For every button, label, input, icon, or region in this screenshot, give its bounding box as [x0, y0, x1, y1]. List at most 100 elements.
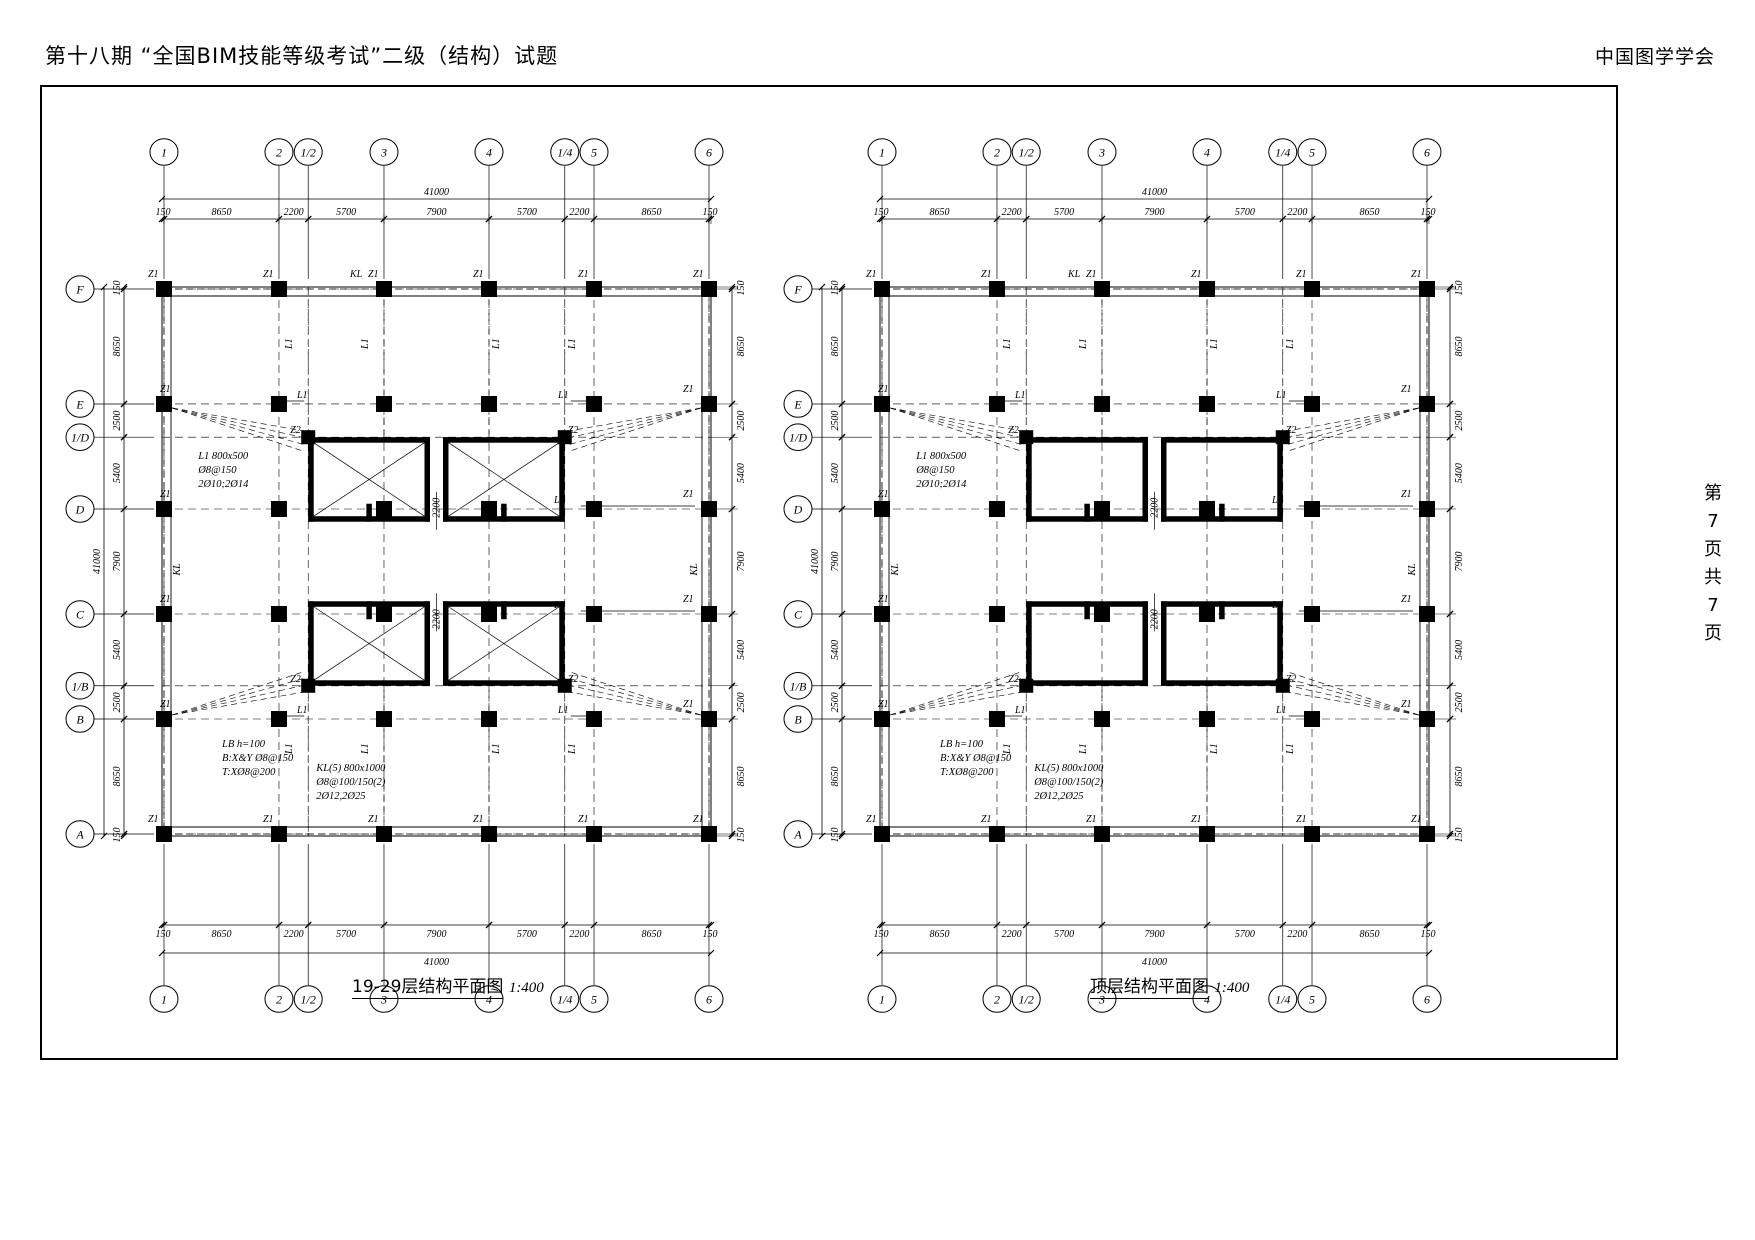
svg-text:Z2: Z2: [568, 425, 579, 436]
svg-text:L1: L1: [1078, 338, 1089, 350]
svg-text:Ø8@100/150(2): Ø8@100/150(2): [1033, 777, 1104, 788]
svg-text:150: 150: [112, 280, 123, 295]
svg-text:2200: 2200: [431, 609, 442, 629]
svg-text:8650: 8650: [112, 336, 123, 356]
svg-text:5400: 5400: [736, 640, 747, 660]
svg-text:L1: L1: [1271, 495, 1283, 506]
page-note-line-6: 页: [1704, 623, 1722, 644]
svg-text:8650: 8650: [1360, 207, 1380, 218]
svg-text:2500: 2500: [830, 411, 841, 431]
svg-text:6: 6: [1424, 993, 1430, 1007]
svg-text:2500: 2500: [1454, 411, 1465, 431]
svg-text:2: 2: [994, 993, 1000, 1007]
svg-text:150: 150: [1454, 280, 1465, 295]
svg-text:7900: 7900: [736, 551, 747, 571]
svg-text:5700: 5700: [1235, 207, 1255, 218]
svg-text:2500: 2500: [1454, 692, 1465, 712]
exam-title: 第十八期 “全国BIM技能等级考试”二级（结构）试题: [45, 44, 559, 68]
page-note-line-3: 页: [1704, 539, 1722, 560]
svg-text:KL: KL: [1067, 269, 1081, 280]
plan-caption-left: 19-29层结构平面图 1:400: [352, 972, 544, 999]
svg-text:Z1: Z1: [693, 814, 704, 825]
plan-caption-right: 顶层结构平面图 1:400: [1090, 972, 1249, 999]
svg-text:5400: 5400: [1454, 640, 1465, 660]
svg-text:3: 3: [1098, 146, 1105, 160]
svg-text:T:XØ8@200: T:XØ8@200: [222, 767, 276, 778]
plan-caption-text-right: 顶层结构平面图: [1090, 977, 1209, 999]
svg-text:150: 150: [873, 929, 888, 940]
svg-text:41000: 41000: [424, 957, 449, 968]
svg-text:8650: 8650: [211, 929, 231, 940]
svg-text:Z1: Z1: [878, 384, 889, 395]
svg-text:Z2: Z2: [1008, 425, 1019, 436]
svg-text:KL: KL: [890, 563, 901, 577]
svg-text:L1: L1: [1002, 743, 1013, 755]
svg-text:150: 150: [1420, 929, 1435, 940]
svg-text:5400: 5400: [112, 640, 123, 660]
svg-text:Z1: Z1: [148, 269, 159, 280]
svg-text:150: 150: [155, 929, 170, 940]
svg-text:Z1: Z1: [1086, 814, 1097, 825]
svg-text:1/D: 1/D: [71, 431, 89, 445]
svg-text:Z1: Z1: [866, 814, 877, 825]
svg-text:F: F: [75, 282, 84, 296]
svg-text:Z1: Z1: [263, 269, 274, 280]
page-note-line-4: 共: [1704, 567, 1722, 588]
svg-text:2200: 2200: [284, 207, 304, 218]
svg-text:5700: 5700: [1054, 207, 1074, 218]
svg-text:Z1: Z1: [148, 814, 159, 825]
svg-text:L1: L1: [1285, 743, 1296, 755]
svg-text:1/2: 1/2: [1019, 146, 1034, 160]
svg-text:LB h=100: LB h=100: [221, 739, 266, 750]
svg-text:Z1: Z1: [473, 814, 484, 825]
svg-text:150: 150: [112, 827, 123, 842]
svg-text:2: 2: [276, 146, 282, 160]
svg-text:Z1: Z1: [578, 269, 589, 280]
svg-text:7900: 7900: [426, 207, 446, 218]
svg-text:8650: 8650: [830, 336, 841, 356]
svg-text:L1: L1: [1275, 390, 1287, 401]
svg-text:2Ø10;2Ø14: 2Ø10;2Ø14: [198, 479, 249, 490]
svg-text:5700: 5700: [517, 207, 537, 218]
svg-text:Z1: Z1: [1411, 814, 1422, 825]
svg-text:L1: L1: [567, 743, 578, 755]
svg-text:8650: 8650: [736, 767, 747, 787]
svg-text:C: C: [76, 608, 85, 622]
svg-text:1/4: 1/4: [557, 146, 572, 160]
svg-text:5400: 5400: [1454, 463, 1465, 483]
svg-text:LB h=100: LB h=100: [939, 739, 984, 750]
svg-text:L1: L1: [1002, 338, 1013, 350]
svg-text:41000: 41000: [1142, 957, 1167, 968]
svg-text:KL: KL: [349, 269, 363, 280]
svg-text:5400: 5400: [736, 463, 747, 483]
svg-text:1: 1: [879, 146, 885, 160]
svg-text:L1: L1: [1209, 743, 1220, 755]
svg-text:8650: 8650: [830, 767, 841, 787]
svg-text:150: 150: [830, 827, 841, 842]
svg-text:8650: 8650: [642, 929, 662, 940]
svg-text:Z2: Z2: [290, 425, 301, 436]
svg-text:L1: L1: [296, 390, 308, 401]
svg-text:2200: 2200: [1002, 929, 1022, 940]
svg-text:L1: L1: [1014, 390, 1026, 401]
svg-text:Z1: Z1: [866, 269, 877, 280]
svg-text:5: 5: [591, 993, 597, 1007]
svg-text:8650: 8650: [929, 929, 949, 940]
svg-text:3: 3: [1098, 993, 1105, 1007]
svg-text:2: 2: [994, 146, 1000, 160]
svg-text:8650: 8650: [1360, 929, 1380, 940]
svg-text:2200: 2200: [1149, 498, 1160, 518]
svg-text:KL: KL: [1407, 563, 1418, 577]
svg-text:KL: KL: [689, 563, 700, 577]
svg-text:L1: L1: [491, 338, 502, 350]
svg-text:1/D: 1/D: [789, 431, 807, 445]
svg-text:6: 6: [1424, 146, 1430, 160]
svg-text:1/2: 1/2: [301, 146, 316, 160]
svg-text:L1: L1: [567, 338, 578, 350]
svg-text:Z2: Z2: [1008, 674, 1019, 685]
